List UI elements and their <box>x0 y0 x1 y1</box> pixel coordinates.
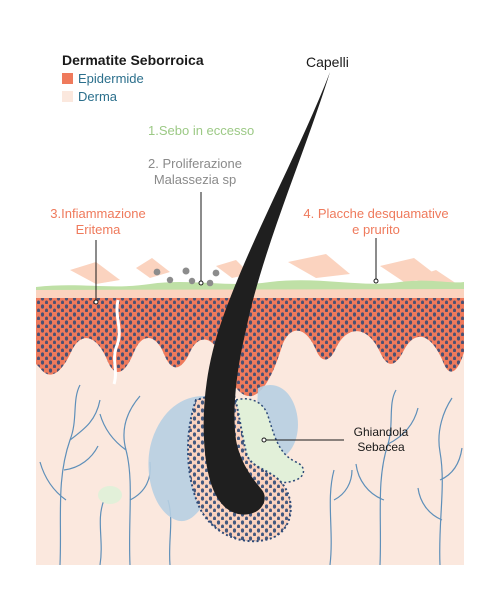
step4-line1: 4. Placche desquamative <box>303 206 449 221</box>
hair-label: Capelli <box>306 54 349 70</box>
dermis-swatch <box>62 91 73 102</box>
hair-shaft <box>203 72 330 515</box>
legend-item-dermis: Derma <box>62 89 117 105</box>
leader-dots <box>93 278 379 443</box>
gland-line1: Ghiandola <box>353 425 409 439</box>
step4-line2: e prurito <box>352 222 400 237</box>
leader-lines <box>95 192 377 441</box>
step1-label: 1.Sebo in eccesso <box>148 123 255 138</box>
step2-label: 2. Proliferazione Malassezia sp <box>120 156 270 188</box>
legend-item-epidermis: Epidermide <box>62 71 144 87</box>
legend-label-dermis: Derma <box>78 89 118 104</box>
gland-line2: Sebacea <box>357 440 405 454</box>
legend-label-epidermis: Epidermide <box>78 71 144 86</box>
epidermis-crack <box>112 299 121 385</box>
legend-title: Dermatite Seborroica <box>62 52 204 68</box>
step2-line2: Malassezia sp <box>153 172 237 187</box>
step3-line2: Eritema <box>75 222 121 237</box>
gland-label: Ghiandola Sebacea <box>340 425 422 455</box>
sebum-spot <box>98 486 122 504</box>
step2-line1: 2. Proliferazione <box>148 156 242 171</box>
step3-label: 3.Infiammazione Eritema <box>38 206 158 238</box>
epidermis-swatch <box>62 73 73 84</box>
malassezia-fungi <box>153 267 254 287</box>
step4-label: 4. Placche desquamative e prurito <box>292 206 460 238</box>
step3-line1: 3.Infiammazione <box>50 206 146 221</box>
epidermis-cells <box>36 298 464 397</box>
